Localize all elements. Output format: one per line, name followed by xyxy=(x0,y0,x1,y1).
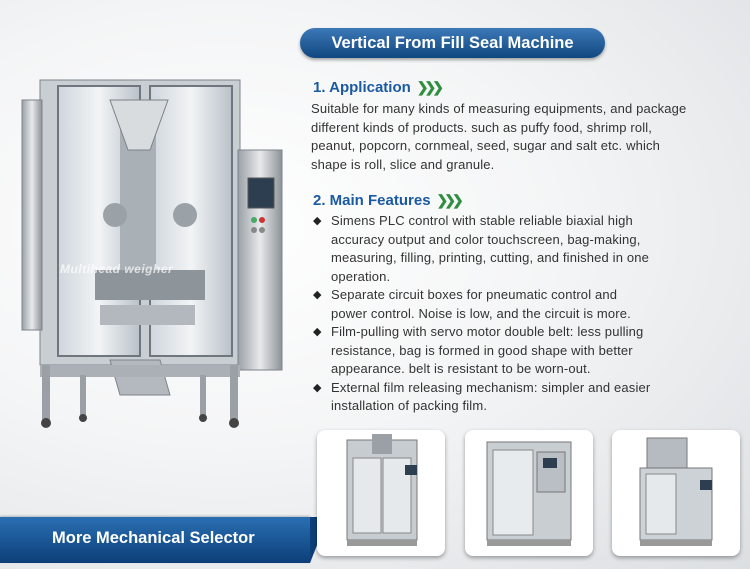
application-heading-text: 1. Application xyxy=(313,79,411,96)
feature-line: appearance. belt is resistant to be worn… xyxy=(331,361,591,376)
application-line: shape is roll, slice and granule. xyxy=(311,156,495,172)
feature-line: operation. xyxy=(331,268,391,284)
diamond-bullet-icon: ◆ xyxy=(313,215,322,227)
watermark-text: Multihead weigher xyxy=(60,262,174,276)
features-list: ◆ Simens PLC control with stable reliabl… xyxy=(313,212,743,416)
diamond-bullet-icon: ◆ xyxy=(313,289,322,301)
feature-item: ◆ External film releasing mechanism: sim… xyxy=(313,379,743,416)
main-machine-image xyxy=(21,79,283,428)
application-line: peanut, popcorn, cornmeal, seed, sugar a… xyxy=(311,138,661,153)
page-title: Vertical From Fill Seal Machine xyxy=(300,28,605,58)
machine-thumbnail-3[interactable] xyxy=(612,430,740,556)
feature-line: accuracy output and color touchscreen, b… xyxy=(331,231,641,247)
diamond-bullet-icon: ◆ xyxy=(313,326,322,338)
feature-item: ◆ Film-pulling with servo motor double b… xyxy=(313,323,743,379)
application-heading: 1. Application ❯❯❯ xyxy=(313,79,444,96)
feature-line: measuring, filling, printing, cutting, a… xyxy=(331,250,649,265)
application-line: Suitable for many kinds of measuring equ… xyxy=(311,101,687,116)
feature-line: power control. Noise is low, and the cir… xyxy=(331,305,631,321)
application-line: different kinds of products. such as puf… xyxy=(311,119,653,135)
more-selector-label: More Mechanical Selector xyxy=(52,529,255,547)
feature-line: installation of packing film. xyxy=(331,398,488,413)
machine-thumbnail-image xyxy=(486,441,572,546)
machine-thumbnail-image xyxy=(346,434,418,546)
feature-line: Film-pulling with servo motor double bel… xyxy=(331,324,644,339)
chevron-right-icon: ❯❯❯ xyxy=(416,79,444,95)
machine-thumbnail-image xyxy=(639,437,713,546)
feature-line: External film releasing mechanism: simpl… xyxy=(331,379,651,395)
features-heading-text: 2. Main Features xyxy=(313,192,431,209)
feature-line: Simens PLC control with stable reliable … xyxy=(331,213,633,228)
feature-line: resistance, bag is formed in good shape … xyxy=(331,342,633,358)
chevron-right-icon: ❯❯❯ xyxy=(436,192,464,208)
diamond-bullet-icon: ◆ xyxy=(313,381,322,394)
features-heading: 2. Main Features ❯❯❯ xyxy=(313,192,464,209)
machine-thumbnail-2[interactable] xyxy=(465,430,593,556)
feature-item: ◆ Simens PLC control with stable reliabl… xyxy=(313,212,743,286)
machine-thumbnail-1[interactable] xyxy=(317,430,445,556)
feature-line: Separate circuit boxes for pneumatic con… xyxy=(331,287,618,302)
feature-item: ◆ Separate circuit boxes for pneumatic c… xyxy=(313,286,743,323)
application-text: Suitable for many kinds of measuring equ… xyxy=(311,100,749,174)
more-selector-banner[interactable]: More Mechanical Selector xyxy=(0,517,328,563)
